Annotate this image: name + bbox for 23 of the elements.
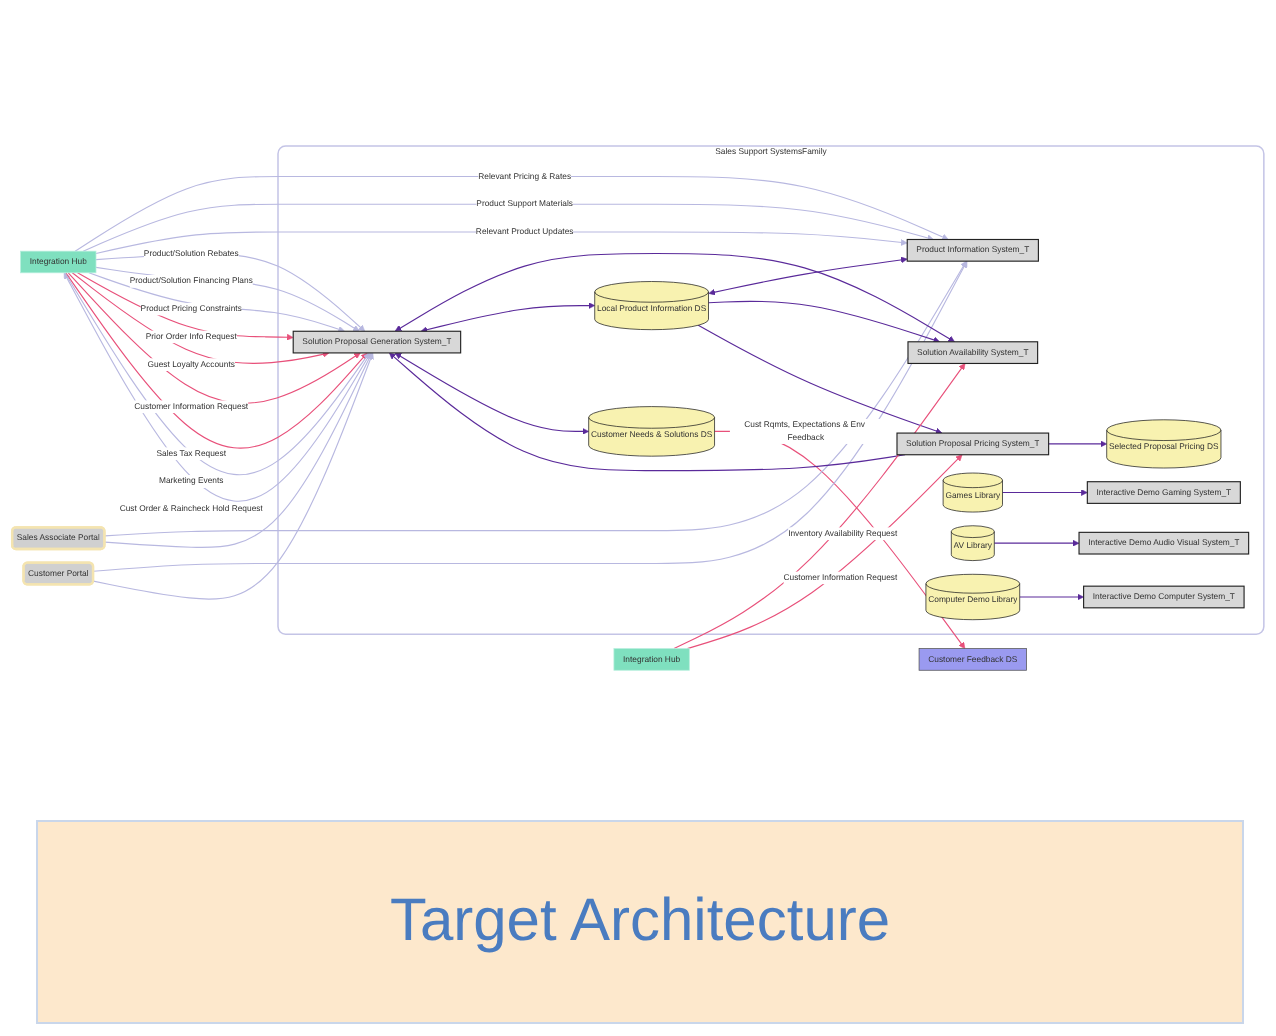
arrow [993, 539, 1080, 547]
arrow [88, 272, 345, 333]
arrow [95, 253, 366, 332]
caption: Target Architecture [389, 888, 891, 956]
arrow [104, 352, 373, 548]
arrow [394, 352, 589, 435]
arrow [389, 352, 906, 471]
arrow [67, 272, 361, 404]
arrow [673, 362, 966, 649]
arrow [1019, 593, 1084, 601]
arrow [95, 266, 360, 332]
arrow [686, 454, 963, 649]
arrow [713, 430, 966, 649]
arrow [92, 352, 374, 600]
arrow [707, 300, 940, 343]
arrow [71, 272, 330, 364]
arrow [394, 252, 955, 342]
arrow [420, 302, 596, 333]
arrow [1048, 440, 1107, 448]
arrow [77, 272, 294, 341]
arrow [708, 256, 908, 296]
arrow [697, 324, 943, 435]
arrow [1001, 489, 1088, 496]
